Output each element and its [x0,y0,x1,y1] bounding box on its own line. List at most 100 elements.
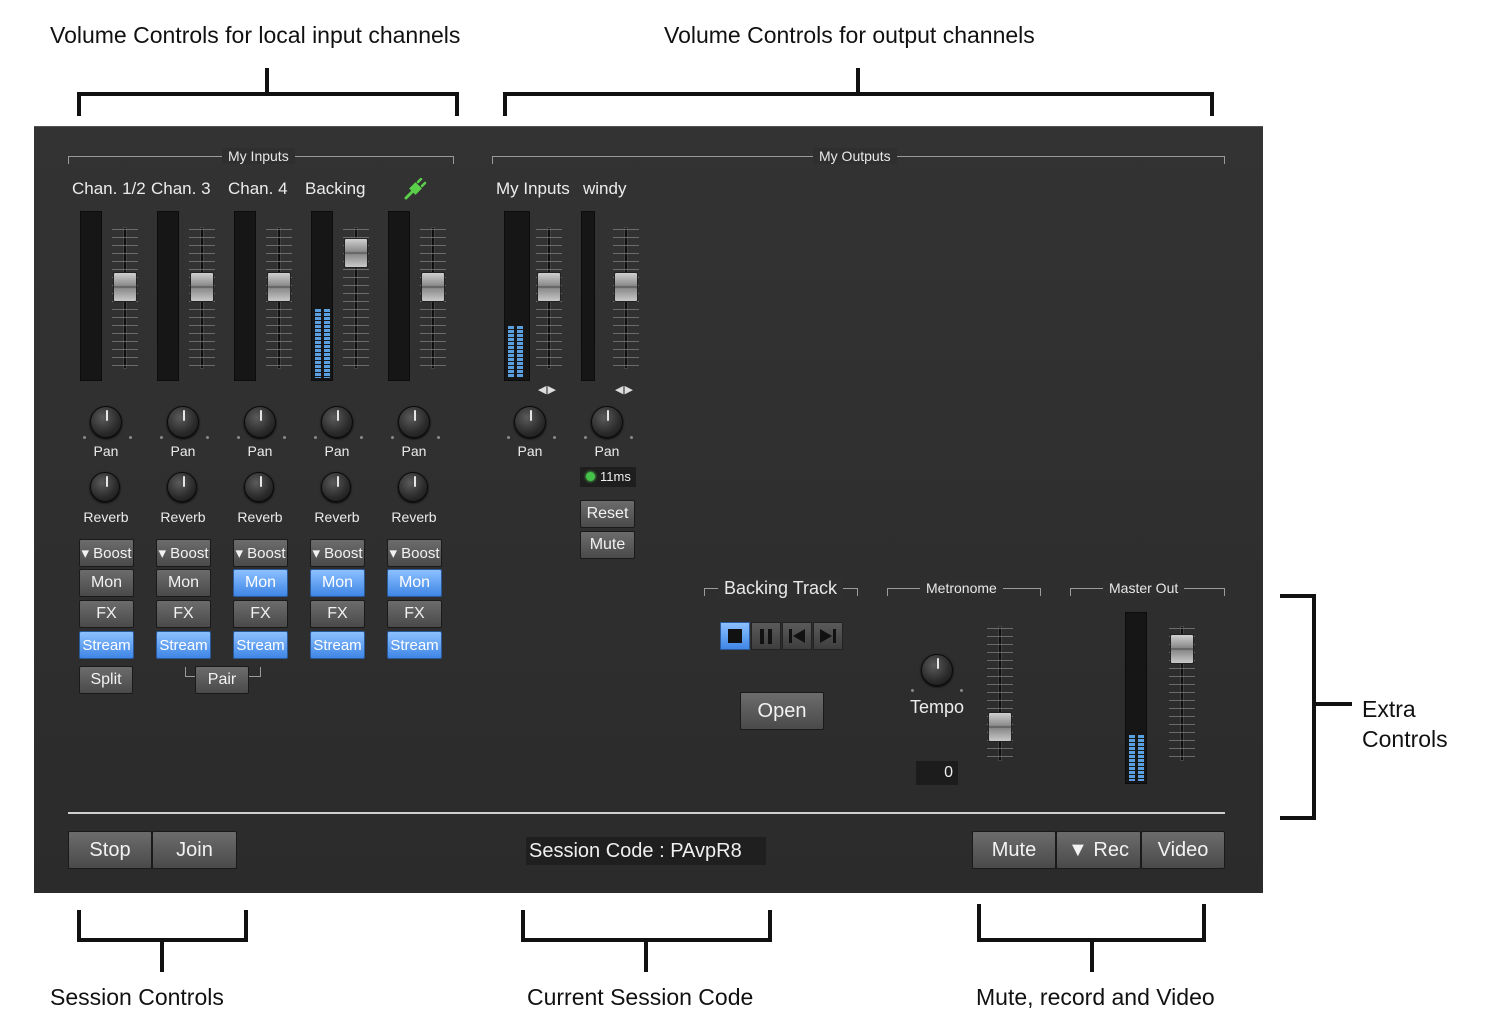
master-out-fader-thumb[interactable] [1170,634,1194,664]
input-stream-button-5[interactable]: Stream [387,631,442,659]
input-mon-button-5[interactable]: Mon [387,569,442,597]
video-button[interactable]: Video [1141,831,1225,869]
input-channel-label-3: Chan. 4 [228,179,288,198]
input-pan-min-dot-4 [314,436,317,439]
input-fader-thumb-1[interactable] [113,272,137,302]
input-pan-max-dot-2 [206,436,209,439]
open-backing-track-button[interactable]: Open [740,692,824,730]
input-pan-max-dot-4 [360,436,363,439]
output-pan-min-dot-1 [507,436,510,439]
input-pan-knob-1[interactable] [90,406,122,438]
input-reverb-knob-5[interactable] [398,472,428,502]
stop-session-button[interactable]: Stop [68,831,152,869]
pause-track-button[interactable] [751,622,781,650]
input-pan-max-dot-1 [129,436,132,439]
input-mon-button-2[interactable]: Mon [156,569,211,597]
annotation-session-controls: Session Controls [50,984,224,1010]
input-pan-knob-5[interactable] [398,406,430,438]
input-reverb-knob-3[interactable] [244,472,274,502]
output-pan-label-2: Pan [594,443,620,459]
input-boost-button-1[interactable]: ▾ Boost [79,539,134,567]
meter-level-bar [1138,735,1144,781]
mute-button[interactable]: Mute [972,831,1056,869]
input-mon-button-3[interactable]: Mon [233,569,288,597]
output-fader-thumb-1[interactable] [537,272,561,302]
output-pan-label-1: Pan [517,443,543,459]
input-mon-button-1[interactable]: Mon [79,569,134,597]
mixer-window: My Inputs Chan. 1/2 Chan. 3 Chan. 4 Back… [34,126,1263,893]
input-boost-button-2[interactable]: ▾ Boost [156,539,211,567]
input-fader-4[interactable] [339,227,373,369]
plug-icon[interactable] [402,178,428,202]
next-track-button[interactable] [813,622,843,650]
input-fader-thumb-4[interactable] [344,238,368,268]
tempo-label: Tempo [909,697,965,717]
output-fader-thumb-2[interactable] [614,272,638,302]
metronome-title: Metronome [920,580,1003,596]
input-stream-button-4[interactable]: Stream [310,631,365,659]
metronome-fader-thumb[interactable] [988,712,1012,742]
input-pan-label-5: Pan [401,443,427,459]
input-channel-label-2: Chan. 3 [151,179,211,198]
tempo-knob[interactable] [921,654,953,686]
input-boost-button-5[interactable]: ▾ Boost [387,539,442,567]
input-reverb-label-4: Reverb [314,509,360,525]
input-mon-button-4[interactable]: Mon [310,569,365,597]
record-button[interactable]: ▼ Rec [1056,831,1141,869]
input-pan-max-dot-5 [437,436,440,439]
output-fader-1[interactable] [532,227,566,369]
stop-track-button[interactable] [720,622,750,650]
input-fader-3[interactable] [262,227,296,369]
input-fader-5[interactable] [416,227,450,369]
pair-button[interactable]: Pair [195,666,249,694]
split-button[interactable]: Split [79,666,133,694]
input-meter-3 [234,211,256,381]
output-pan-arrows-icon-2[interactable]: ◀▶ [615,384,634,396]
input-boost-button-3[interactable]: ▾ Boost [233,539,288,567]
reset-button[interactable]: Reset [580,500,635,528]
input-stream-button-1[interactable]: Stream [79,631,134,659]
input-fx-button-2[interactable]: FX [156,600,211,628]
input-stream-button-2[interactable]: Stream [156,631,211,659]
output-channel-label-1: My Inputs [496,179,570,198]
output-pan-arrows-icon-1[interactable]: ◀▶ [538,384,557,396]
tempo-value: 0 [916,761,958,785]
input-pan-knob-2[interactable] [167,406,199,438]
stop-icon [728,629,742,643]
latency-indicator: 11ms [580,467,636,487]
input-pan-knob-4[interactable] [321,406,353,438]
join-session-button[interactable]: Join [152,831,237,869]
input-pan-knob-3[interactable] [244,406,276,438]
tempo-knob-max-dot [960,689,963,692]
input-reverb-knob-4[interactable] [321,472,351,502]
input-fx-button-3[interactable]: FX [233,600,288,628]
annotation-extra-controls: Extra Controls [1362,696,1448,752]
input-fx-button-4[interactable]: FX [310,600,365,628]
master-out-fader[interactable] [1165,626,1199,761]
input-fader-1[interactable] [108,227,142,369]
input-meter-1 [80,211,102,381]
brace-bottom-right [977,904,1206,972]
input-fader-2[interactable] [185,227,219,369]
previous-track-button[interactable] [782,622,812,650]
input-fx-button-5[interactable]: FX [387,600,442,628]
meter-level-bar [517,326,523,378]
output-pan-max-dot-1 [553,436,556,439]
input-reverb-knob-1[interactable] [90,472,120,502]
input-stream-button-3[interactable]: Stream [233,631,288,659]
annotation-mute-rec-video: Mute, record and Video [976,984,1215,1010]
input-fader-thumb-3[interactable] [267,272,291,302]
input-boost-button-4[interactable]: ▾ Boost [310,539,365,567]
output-fader-2[interactable] [609,227,643,369]
master-out-title: Master Out [1103,580,1185,596]
input-fader-thumb-2[interactable] [190,272,214,302]
input-reverb-label-1: Reverb [83,509,129,525]
output-pan-knob-2[interactable] [591,406,623,438]
output-pan-knob-1[interactable] [514,406,546,438]
input-reverb-knob-2[interactable] [167,472,197,502]
input-pan-min-dot-3 [237,436,240,439]
input-fx-button-1[interactable]: FX [79,600,134,628]
output-mute-button[interactable]: Mute [580,531,635,559]
input-fader-thumb-5[interactable] [421,272,445,302]
metronome-volume-fader[interactable] [983,626,1017,761]
